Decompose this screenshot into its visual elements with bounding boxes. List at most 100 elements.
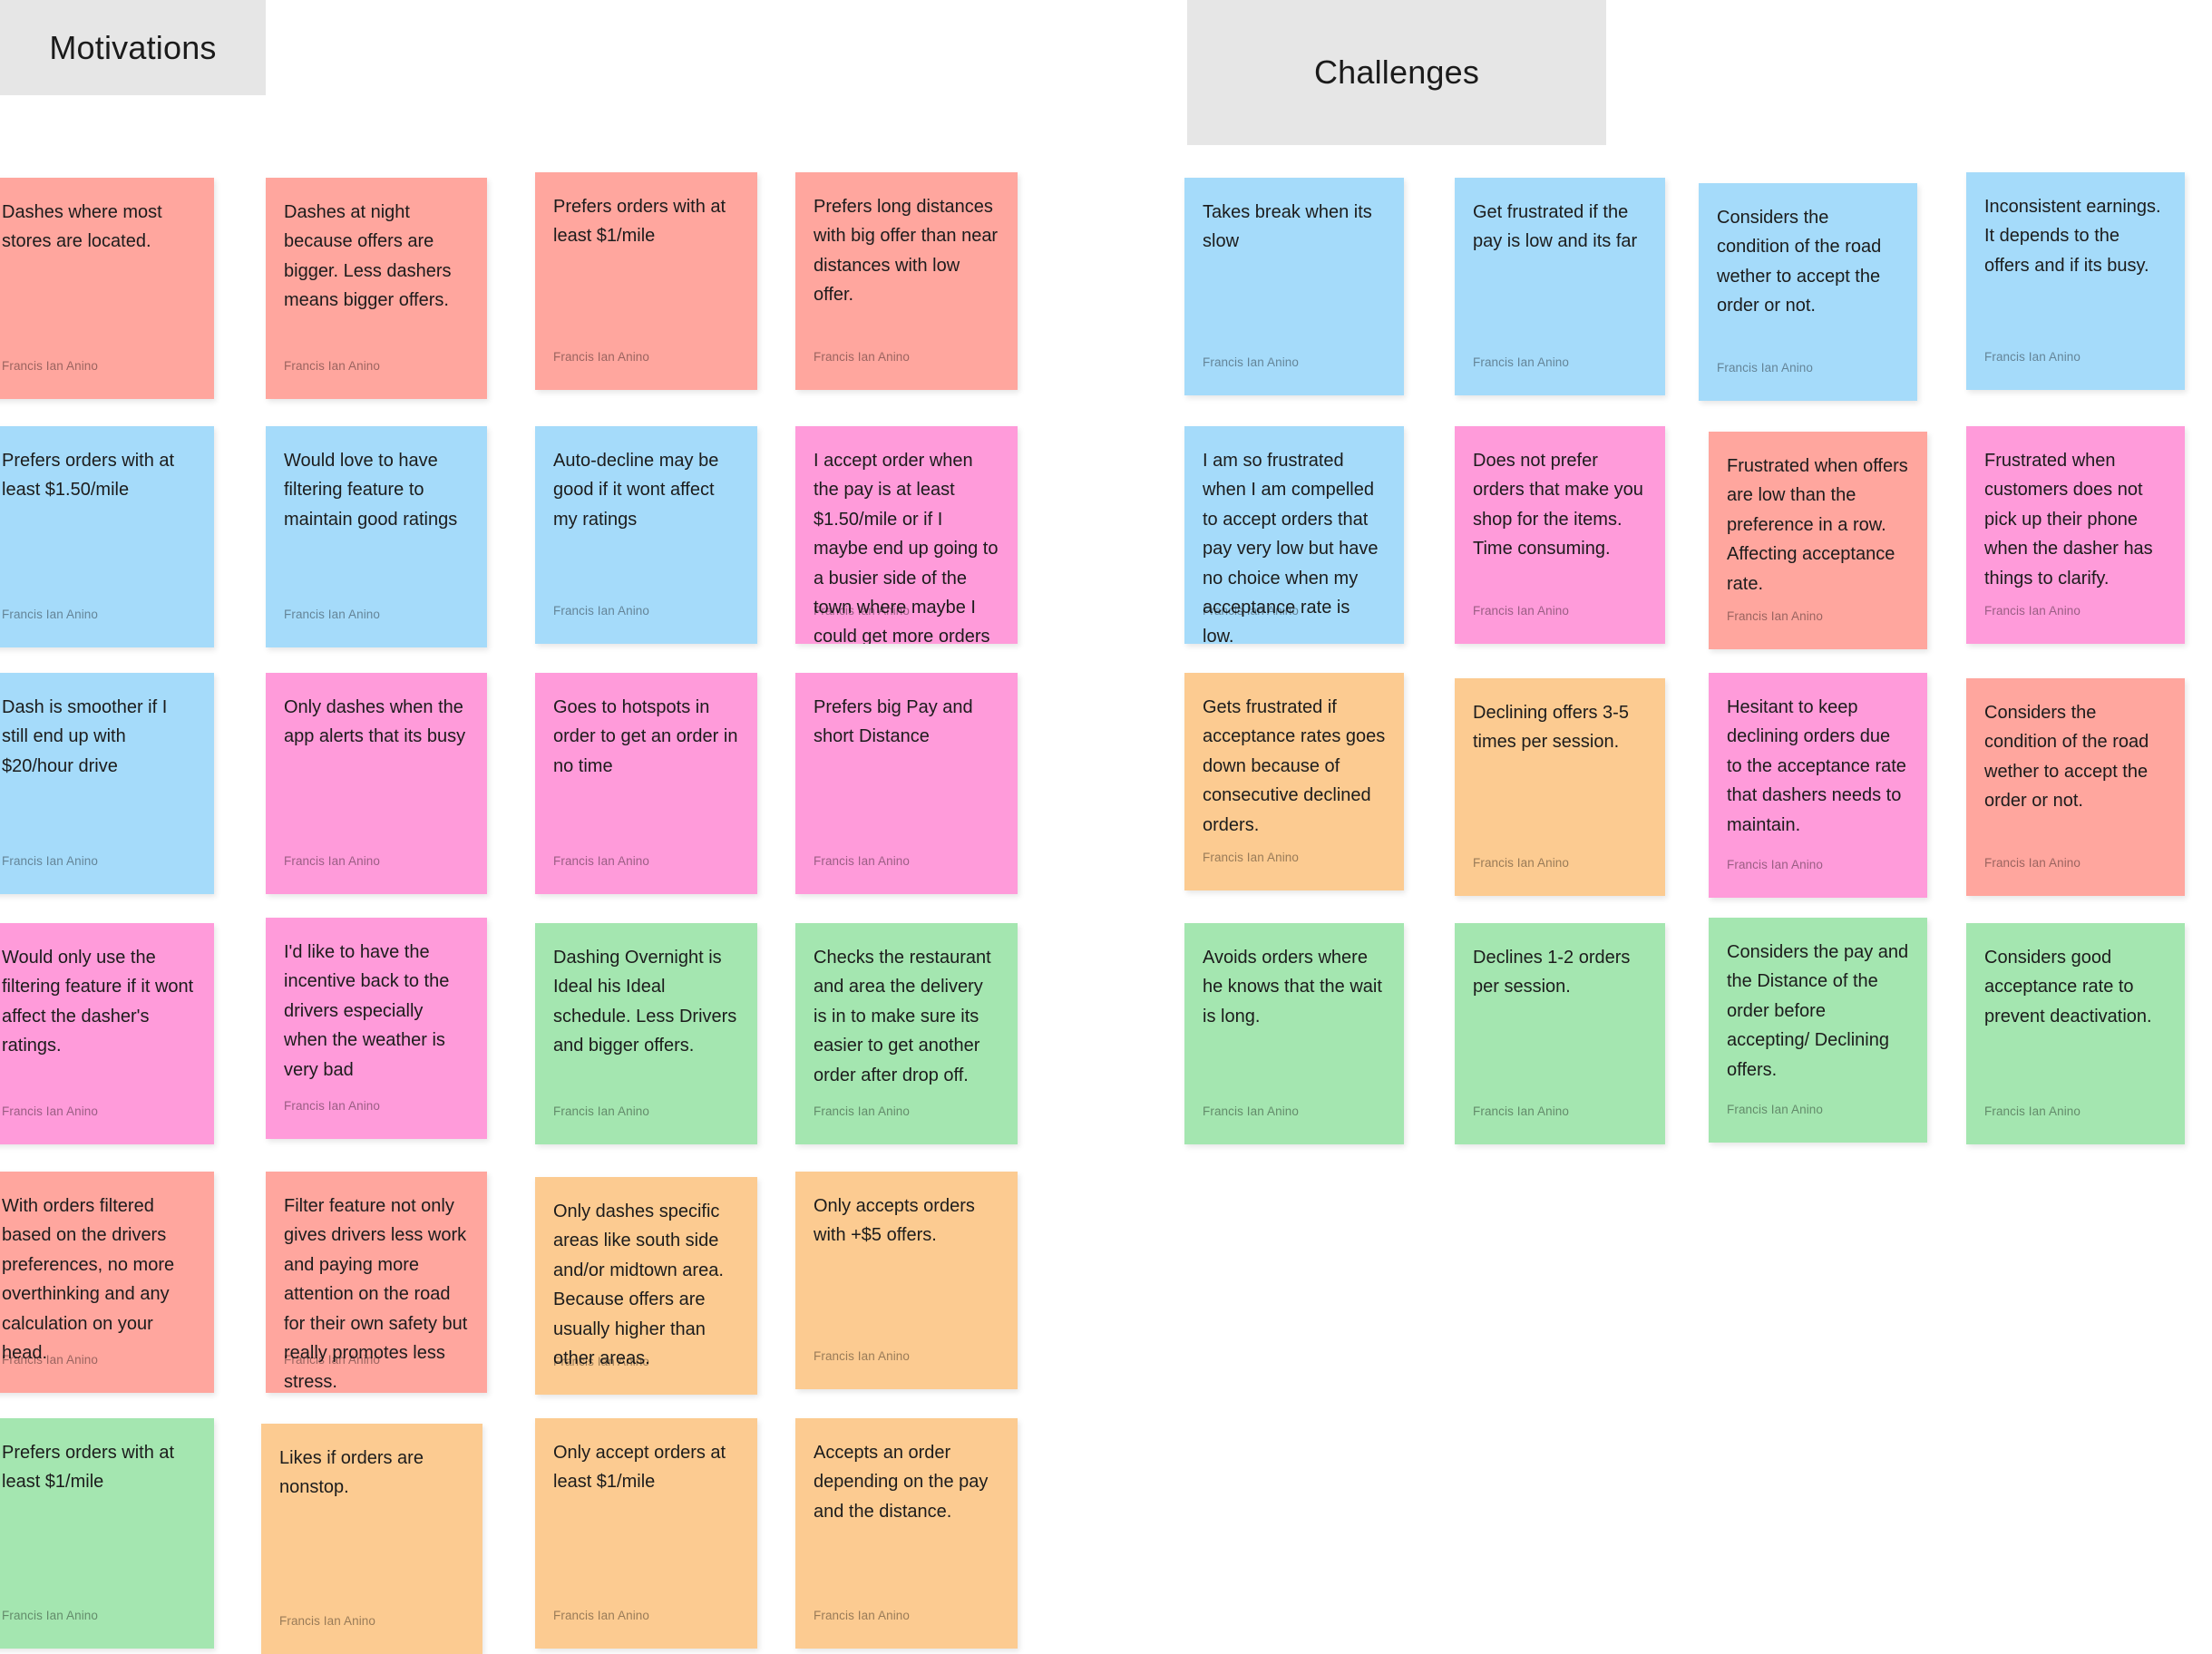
sticky-note-text: Dashes at night because offers are bigge… — [284, 202, 457, 311]
sticky-note-author: Francis Ian Anino — [553, 853, 650, 868]
sticky-note-author: Francis Ian Anino — [1984, 349, 2081, 364]
sticky-note-author: Francis Ian Anino — [2, 853, 99, 868]
sticky-note[interactable]: Would love to have filtering feature to … — [266, 426, 487, 647]
sticky-note[interactable]: Frustrated when customers does not pick … — [1966, 426, 2185, 644]
sticky-note-author: Francis Ian Anino — [553, 1104, 650, 1118]
sticky-note[interactable]: Considers good acceptance rate to preven… — [1966, 923, 2185, 1144]
sticky-note-author: Francis Ian Anino — [2, 1352, 99, 1367]
sticky-note[interactable]: Frustrated when offers are low than the … — [1709, 432, 1927, 649]
sticky-note-author: Francis Ian Anino — [553, 1608, 650, 1622]
sticky-note[interactable]: Does not prefer orders that make you sho… — [1455, 426, 1665, 644]
sticky-note-text: Dashing Overnight is Ideal his Ideal sch… — [553, 948, 742, 1056]
sticky-note[interactable]: Checks the restaurant and area the deliv… — [795, 923, 1018, 1144]
sticky-note-author: Francis Ian Anino — [814, 1348, 911, 1363]
sticky-note[interactable]: Dash is smoother if I still end up with … — [0, 673, 214, 894]
sticky-note[interactable]: Likes if orders are nonstop. Francis Ian … — [261, 1424, 482, 1654]
sticky-note[interactable]: Considers the pay and the Distance of th… — [1709, 918, 1927, 1143]
sticky-note[interactable]: With orders filtered based on the driver… — [0, 1172, 214, 1393]
sticky-note[interactable]: I am so frustrated when I am compelled t… — [1184, 426, 1404, 644]
sticky-note[interactable]: Considers the condition of the road weth… — [1966, 678, 2185, 896]
sticky-note-text: Prefers orders with at least $1.50/mile — [2, 451, 180, 501]
sticky-note[interactable]: Goes to hotspots in order to get an orde… — [535, 673, 757, 894]
sticky-note[interactable]: Dashes where most stores are located. Fra… — [0, 178, 214, 399]
sticky-note-text: Considers the condition of the road weth… — [1717, 208, 1886, 316]
sticky-note[interactable]: Dashing Overnight is Ideal his Ideal sch… — [535, 923, 757, 1144]
sticky-note-text: Avoids orders where he knows that the wa… — [1203, 948, 1388, 1026]
sticky-note-author: Francis Ian Anino — [553, 1354, 650, 1368]
sticky-note-author: Francis Ian Anino — [2, 358, 99, 373]
section-header-challenges[interactable]: Challenges — [1187, 0, 1606, 145]
section-header-motivations[interactable]: Motivations — [0, 0, 266, 95]
sticky-note-text: Likes if orders are nonstop. — [279, 1448, 429, 1498]
sticky-note[interactable]: Declining offers 3-5 times per session. F… — [1455, 678, 1665, 896]
sticky-note-text: Would love to have filtering feature to … — [284, 451, 458, 530]
sticky-note[interactable]: Would only use the filtering feature if … — [0, 923, 214, 1144]
sticky-note-author: Francis Ian Anino — [1203, 1104, 1300, 1118]
sticky-note-text: Goes to hotspots in order to get an orde… — [553, 697, 744, 776]
sticky-note-author: Francis Ian Anino — [279, 1613, 376, 1628]
sticky-note-author: Francis Ian Anino — [1203, 850, 1300, 864]
sticky-note-author: Francis Ian Anino — [1203, 603, 1300, 618]
sticky-note-text: Only dashes specific areas like south si… — [553, 1202, 729, 1368]
sticky-note-text: Frustrated when customers does not pick … — [1984, 451, 2158, 589]
sticky-note[interactable]: Hesitant to keep declining orders due to… — [1709, 673, 1927, 898]
sticky-note-text: Dash is smoother if I still end up with … — [2, 697, 172, 776]
sticky-note-author: Francis Ian Anino — [1473, 855, 1570, 870]
sticky-note-author: Francis Ian Anino — [1984, 1104, 2081, 1118]
sticky-note-text: Declines 1-2 orders per session. — [1473, 948, 1635, 997]
sticky-note-text: Dashes where most stores are located. — [2, 202, 168, 252]
sticky-note[interactable]: I'd like to have the incentive back to t… — [266, 918, 487, 1139]
sticky-note-text: Prefers orders with at least $1/mile — [553, 197, 731, 247]
section-title-motivations: Motivations — [49, 28, 217, 66]
sticky-note-author: Francis Ian Anino — [2, 607, 99, 621]
sticky-note-author: Francis Ian Anino — [284, 358, 381, 373]
sticky-note[interactable]: Dashes at night because offers are bigge… — [266, 178, 487, 399]
sticky-note[interactable]: I accept order when the pay is at least … — [795, 426, 1018, 644]
sticky-note-author: Francis Ian Anino — [1473, 1104, 1570, 1118]
sticky-note[interactable]: Inconsistent earnings. It depends to the… — [1966, 172, 2185, 390]
sticky-note[interactable]: Accepts an order depending on the pay an… — [795, 1418, 1018, 1649]
sticky-note[interactable]: Only dashes specific areas like south si… — [535, 1177, 757, 1395]
sticky-note-author: Francis Ian Anino — [1984, 855, 2081, 870]
sticky-note-text: I am so frustrated when I am compelled t… — [1203, 451, 1383, 644]
sticky-note-author: Francis Ian Anino — [1203, 355, 1300, 369]
sticky-note-text: Considers good acceptance rate to preven… — [1984, 948, 2152, 1026]
sticky-note-text: Prefers orders with at least $1/mile — [2, 1443, 180, 1493]
sticky-note-author: Francis Ian Anino — [553, 349, 650, 364]
sticky-note-text: I accept order when the pay is at least … — [814, 451, 1004, 644]
sticky-note[interactable]: Considers the condition of the road weth… — [1699, 183, 1917, 401]
sticky-note[interactable]: Declines 1-2 orders per session. Francis … — [1455, 923, 1665, 1144]
sticky-note-author: Francis Ian Anino — [814, 1608, 911, 1622]
section-title-challenges: Challenges — [1313, 54, 1480, 92]
sticky-note-text: Does not prefer orders that make you sho… — [1473, 451, 1649, 559]
sticky-note-author: Francis Ian Anino — [284, 1098, 381, 1113]
sticky-note-text: Only accepts orders with +$5 offers. — [814, 1196, 980, 1246]
sticky-note-author: Francis Ian Anino — [1473, 355, 1570, 369]
sticky-note-text: With orders filtered based on the driver… — [2, 1196, 180, 1363]
sticky-note-text: Declining offers 3-5 times per session. — [1473, 703, 1634, 753]
sticky-note[interactable]: Avoids orders where he knows that the wa… — [1184, 923, 1404, 1144]
sticky-note-text: Prefers big Pay and short Distance — [814, 697, 979, 747]
sticky-note-text: Would only use the filtering feature if … — [2, 948, 199, 1056]
sticky-note[interactable]: Get frustrated if the pay is low and its… — [1455, 178, 1665, 395]
sticky-note-author: Francis Ian Anino — [1727, 1102, 1824, 1116]
sticky-note-author: Francis Ian Anino — [553, 603, 650, 618]
sticky-note-author: Francis Ian Anino — [1717, 360, 1814, 375]
sticky-note[interactable]: Filter feature not only gives drivers le… — [266, 1172, 487, 1393]
sticky-note-text: Prefers long distances with big offer th… — [814, 197, 1003, 306]
sticky-note-text: Accepts an order depending on the pay an… — [814, 1443, 993, 1522]
sticky-note-text: Get frustrated if the pay is low and its… — [1473, 202, 1638, 252]
sticky-note[interactable]: Auto-decline may be good if it wont affe… — [535, 426, 757, 644]
sticky-note-text: Gets frustrated if acceptance rates goes… — [1203, 697, 1390, 835]
sticky-note[interactable]: Only dashes when the app alerts that its… — [266, 673, 487, 894]
sticky-note[interactable]: Prefers long distances with big offer th… — [795, 172, 1018, 390]
sticky-note[interactable]: Only accepts orders with +$5 offers. Fran… — [795, 1172, 1018, 1389]
sticky-note[interactable]: Gets frustrated if acceptance rates goes… — [1184, 673, 1404, 890]
